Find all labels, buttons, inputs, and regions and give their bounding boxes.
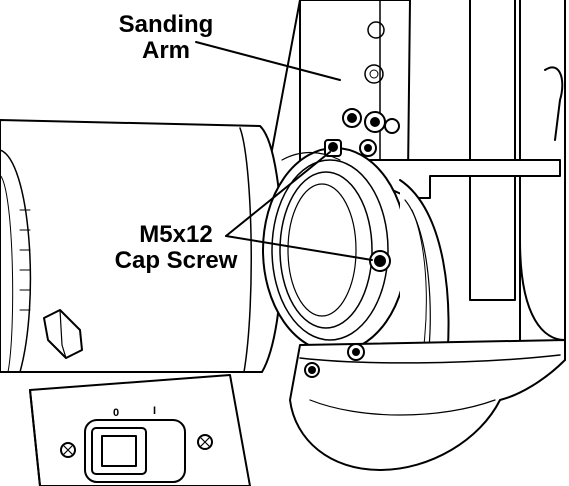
adapter-flange <box>262 147 408 353</box>
dust-hood <box>289 339 566 471</box>
arm-cap-screws <box>342 108 400 157</box>
callout-cap-screw: M5x12 Cap Screw <box>96 222 256 274</box>
callout-cap-screw-line2: Cap Screw <box>114 247 238 274</box>
callout-sanding-arm: Sanding Arm <box>96 12 236 64</box>
leader-arm-edge <box>271 0 301 151</box>
callout-cap-screw-line1: M5x12 <box>139 221 213 248</box>
leader-side-screw <box>225 235 373 261</box>
adjustment-knob <box>43 309 83 359</box>
leader-sanding-arm <box>195 41 341 81</box>
callout-sanding-arm-line2: Arm <box>141 37 190 64</box>
m5x12-cap-screw <box>369 250 391 272</box>
switch-on-mark: I <box>153 405 156 417</box>
arm-bracket <box>369 159 561 199</box>
callout-sanding-arm-line1: Sanding <box>118 11 214 38</box>
sanding-arm-plate <box>299 0 566 361</box>
switch-panel <box>29 374 251 486</box>
leader-top-screw <box>225 151 331 237</box>
leader-lines <box>195 0 373 261</box>
switch-off-mark: 0 <box>113 407 119 419</box>
